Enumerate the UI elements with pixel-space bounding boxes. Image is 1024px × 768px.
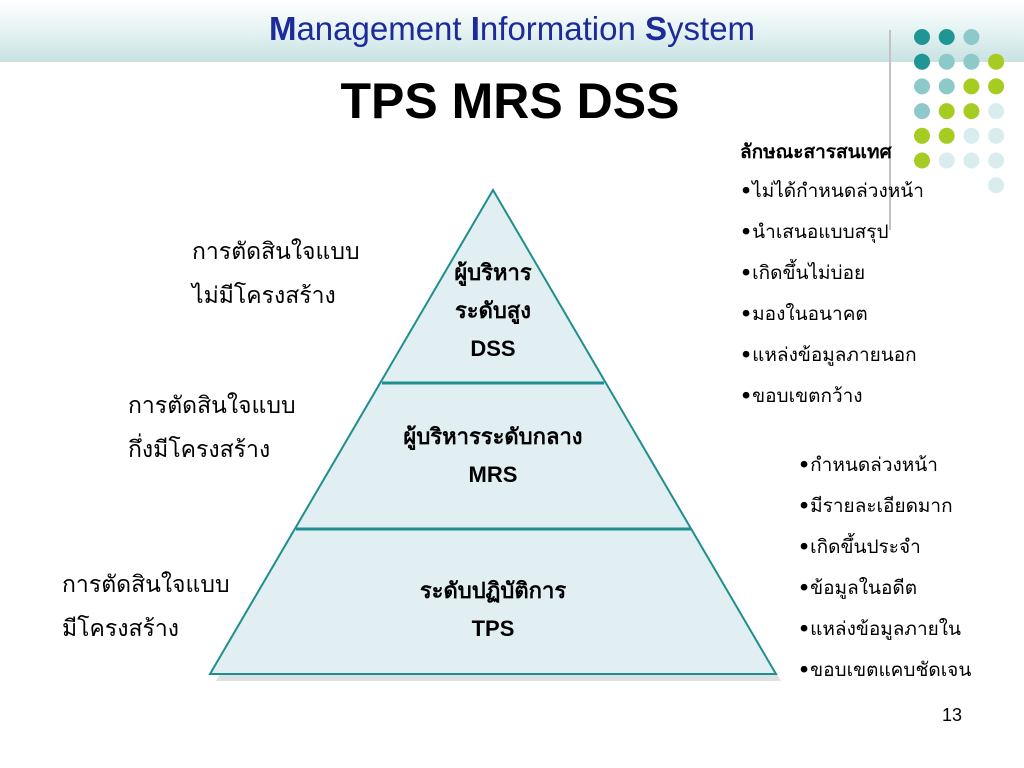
decorative-dot <box>914 127 930 144</box>
decorative-dot <box>938 152 955 169</box>
pyramid-level-top: ผู้บริหาร ระดับสูง DSS <box>393 254 593 368</box>
bullet: • <box>740 303 753 325</box>
decorative-dot <box>988 152 1005 169</box>
pyramid-top-line1: ผู้บริหาร <box>454 260 532 286</box>
list-item-text: นำเสนอแบบสรุป <box>752 221 889 243</box>
decision-middle-line2: กึ่งมีโครงสร้าง <box>128 437 271 463</box>
list-item: •มองในอนาคต <box>740 294 924 335</box>
decorative-dot <box>914 53 930 70</box>
bullet: • <box>740 180 753 202</box>
header-initial-i: I <box>470 10 480 47</box>
decision-unstructured: การตัดสินใจแบบ ไม่มีโครงสร้าง <box>192 230 360 318</box>
decorative-dot <box>914 29 930 45</box>
decorative-dot <box>988 127 1005 144</box>
decorative-dot <box>963 29 980 45</box>
page-number: 13 <box>941 705 962 725</box>
decorative-divider-line <box>889 30 891 230</box>
pyramid-bottom-code: TPS <box>471 616 515 641</box>
bullet: • <box>740 262 753 284</box>
decision-bottom-line1: การตัดสินใจแบบ <box>62 572 230 598</box>
bullet: • <box>740 221 753 243</box>
header-word-system: ystem <box>667 10 756 47</box>
list-item: •ข้อมูลในอดีต <box>798 568 971 609</box>
pyramid-level-middle: ผู้บริหารระดับกลาง MRS <box>343 418 643 494</box>
list-item: •ไม่ได้กำหนดล่วงหน้า <box>740 171 924 212</box>
list-item-text: กำหนดล่วงหน้า <box>810 454 938 476</box>
list-item: •แหล่งข้อมูลภายใน <box>798 609 971 650</box>
decorative-dot <box>988 103 1005 120</box>
decorative-dot <box>988 177 1005 194</box>
decorative-dot <box>963 53 980 70</box>
decision-middle-line1: การตัดสินใจแบบ <box>128 393 296 419</box>
decision-top-line2: ไม่มีโครงสร้าง <box>192 283 336 309</box>
bullet: • <box>740 385 753 407</box>
list-item: •มีรายละเอียดมาก <box>798 486 971 527</box>
characteristics-lower-list: •กำหนดล่วงหน้า •มีรายละเอียดมาก •เกิดขึ้… <box>798 445 971 691</box>
decision-bottom-line2: มีโครงสร้าง <box>62 616 180 642</box>
decorative-dot <box>963 152 980 169</box>
list-item-text: มองในอนาคต <box>752 303 868 325</box>
list-item-text: ขอบเขตแคบชัดเจน <box>810 659 972 681</box>
decorative-dot <box>938 103 955 120</box>
pyramid-middle-line1: ผู้บริหารระดับกลาง <box>403 424 583 450</box>
header-word-information: nformation <box>479 10 646 47</box>
slide-title: TPS MRS DSS <box>340 73 680 129</box>
decorative-dot <box>988 53 1005 70</box>
header-band <box>0 0 1024 62</box>
bullet: • <box>798 454 811 476</box>
characteristics-heading: ลักษณะสารสนเทศ <box>740 141 892 163</box>
decorative-dot <box>914 78 930 95</box>
decorative-dot <box>963 127 980 144</box>
bullet: • <box>740 344 753 366</box>
decorative-dot <box>963 103 980 120</box>
list-item: •ขอบเขตแคบชัดเจน <box>798 650 971 691</box>
pyramid-middle-code: MRS <box>468 462 518 487</box>
list-item-text: เกิดขึ้นไม่บ่อย <box>752 262 866 284</box>
pyramid-body <box>208 188 778 675</box>
decorative-dot <box>938 78 955 95</box>
list-item: •นำเสนอแบบสรุป <box>740 212 924 253</box>
decorative-dot <box>914 152 930 169</box>
pyramid-bottom-line1: ระดับปฏิบัติการ <box>419 578 567 604</box>
bullet: • <box>798 659 811 681</box>
decision-semi-structured: การตัดสินใจแบบ กึ่งมีโครงสร้าง <box>128 384 296 472</box>
pyramid-level-bottom: ระดับปฏิบัติการ TPS <box>343 572 643 648</box>
bullet: • <box>798 618 811 640</box>
list-item-text: มีรายละเอียดมาก <box>810 495 953 517</box>
list-item: •ขอบเขตกว้าง <box>740 376 924 417</box>
pyramid-top-code: DSS <box>470 336 516 361</box>
list-item: •เกิดขึ้นไม่บ่อย <box>740 253 924 294</box>
decorative-dot <box>938 127 955 144</box>
list-item-text: แหล่งข้อมูลภายใน <box>810 618 962 640</box>
header-title: Management Information System <box>0 10 1024 48</box>
bullet: • <box>798 495 811 517</box>
list-item: •กำหนดล่วงหน้า <box>798 445 971 486</box>
header-initial-m: M <box>268 10 297 47</box>
decorative-dot <box>938 53 955 70</box>
header-word-management: anagement <box>296 10 471 47</box>
decorative-dot <box>914 103 930 120</box>
list-item-text: แหล่งข้อมูลภายนอก <box>752 344 917 366</box>
list-item-text: เกิดขึ้นประจำ <box>810 536 921 558</box>
list-item: •แหล่งข้อมูลภายนอก <box>740 335 924 376</box>
list-item: •เกิดขึ้นประจำ <box>798 527 971 568</box>
decorative-dot <box>938 29 955 45</box>
list-item-text: ไม่ได้กำหนดล่วงหน้า <box>752 180 924 202</box>
decision-top-line1: การตัดสินใจแบบ <box>192 239 360 265</box>
header-initial-s: S <box>645 10 668 47</box>
pyramid-top-line2: ระดับสูง <box>454 298 532 324</box>
decision-structured: การตัดสินใจแบบ มีโครงสร้าง <box>62 563 230 651</box>
decorative-dot <box>963 78 980 95</box>
characteristics-upper-list: ลักษณะสารสนเทศ •ไม่ได้กำหนดล่วงหน้า •นำเ… <box>740 133 924 417</box>
decorative-dot <box>988 78 1005 95</box>
list-item-text: ข้อมูลในอดีต <box>810 577 918 599</box>
bullet: • <box>798 577 811 599</box>
bullet: • <box>798 536 811 558</box>
list-item-text: ขอบเขตกว้าง <box>752 385 863 407</box>
